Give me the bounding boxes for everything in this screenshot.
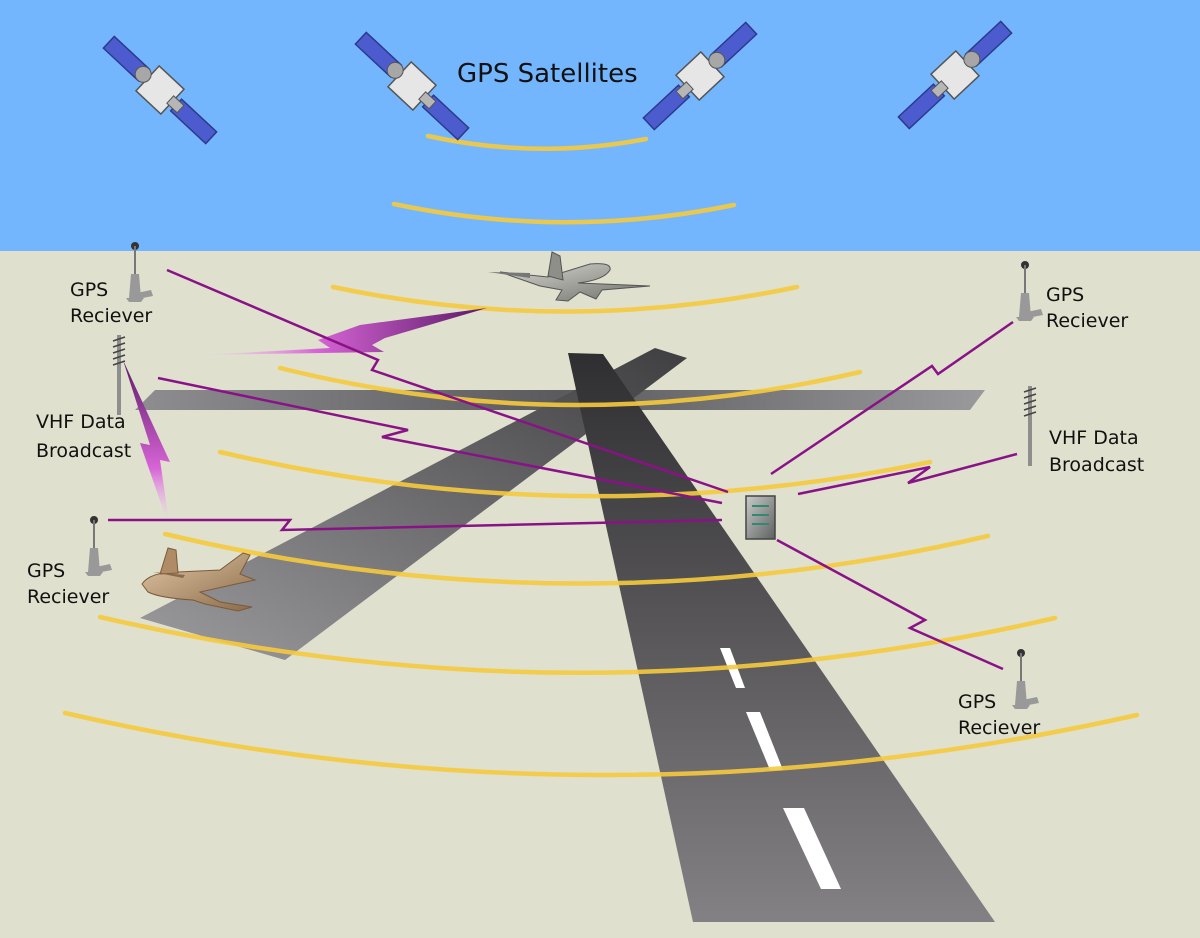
vhf-label-left-line2: Broadcast — [36, 440, 131, 462]
vhf-burst-to-taxiing-plane — [123, 360, 170, 515]
gps-receiver-label-bottom-right-line1: GPS — [958, 691, 996, 713]
runway-crosswind — [140, 348, 687, 660]
signal-arcs — [62, 133, 1140, 778]
ground-station-icon — [745, 495, 776, 540]
gps-receiver-label-top-right-line2: Reciever — [1046, 310, 1128, 332]
vhf-burst-to-airborne-plane — [202, 308, 487, 355]
gps-antenna-icon — [1012, 649, 1039, 709]
gps-antenna-icon — [1016, 261, 1043, 321]
airplane-icon-airborne — [488, 251, 651, 302]
vhf-label-right-line1: VHF Data — [1049, 427, 1139, 449]
airplane-icon-taxiing — [141, 547, 257, 612]
data-links — [108, 268, 1018, 671]
satellite-2 — [354, 31, 470, 141]
gps-receiver-label-bottom-right-line2: Reciever — [958, 717, 1040, 739]
satellite-4 — [897, 20, 1013, 130]
satellite-3 — [642, 21, 758, 131]
gps-receiver-label-top-left-line2: Reciever — [70, 305, 152, 327]
gps-antenna-icon — [85, 516, 112, 576]
vhf-antenna-icon — [112, 335, 126, 415]
satellite-1 — [102, 35, 218, 145]
vhf-label-right-line2: Broadcast — [1049, 454, 1144, 476]
sky — [0, 0, 1200, 251]
gps-antenna-icon — [126, 242, 153, 302]
gps-receiver-label-top-left-line1: GPS — [70, 279, 108, 301]
gps-receiver-label-mid-left-line2: Reciever — [27, 586, 109, 608]
vhf-antenna-icon — [1023, 386, 1037, 466]
gps-receiver-label-top-right-line1: GPS — [1046, 284, 1084, 306]
vhf-label-left-line1: VHF Data — [36, 411, 126, 433]
gps-receiver-label-mid-left-line1: GPS — [27, 560, 65, 582]
diagram-title: GPS Satellites — [457, 59, 638, 89]
